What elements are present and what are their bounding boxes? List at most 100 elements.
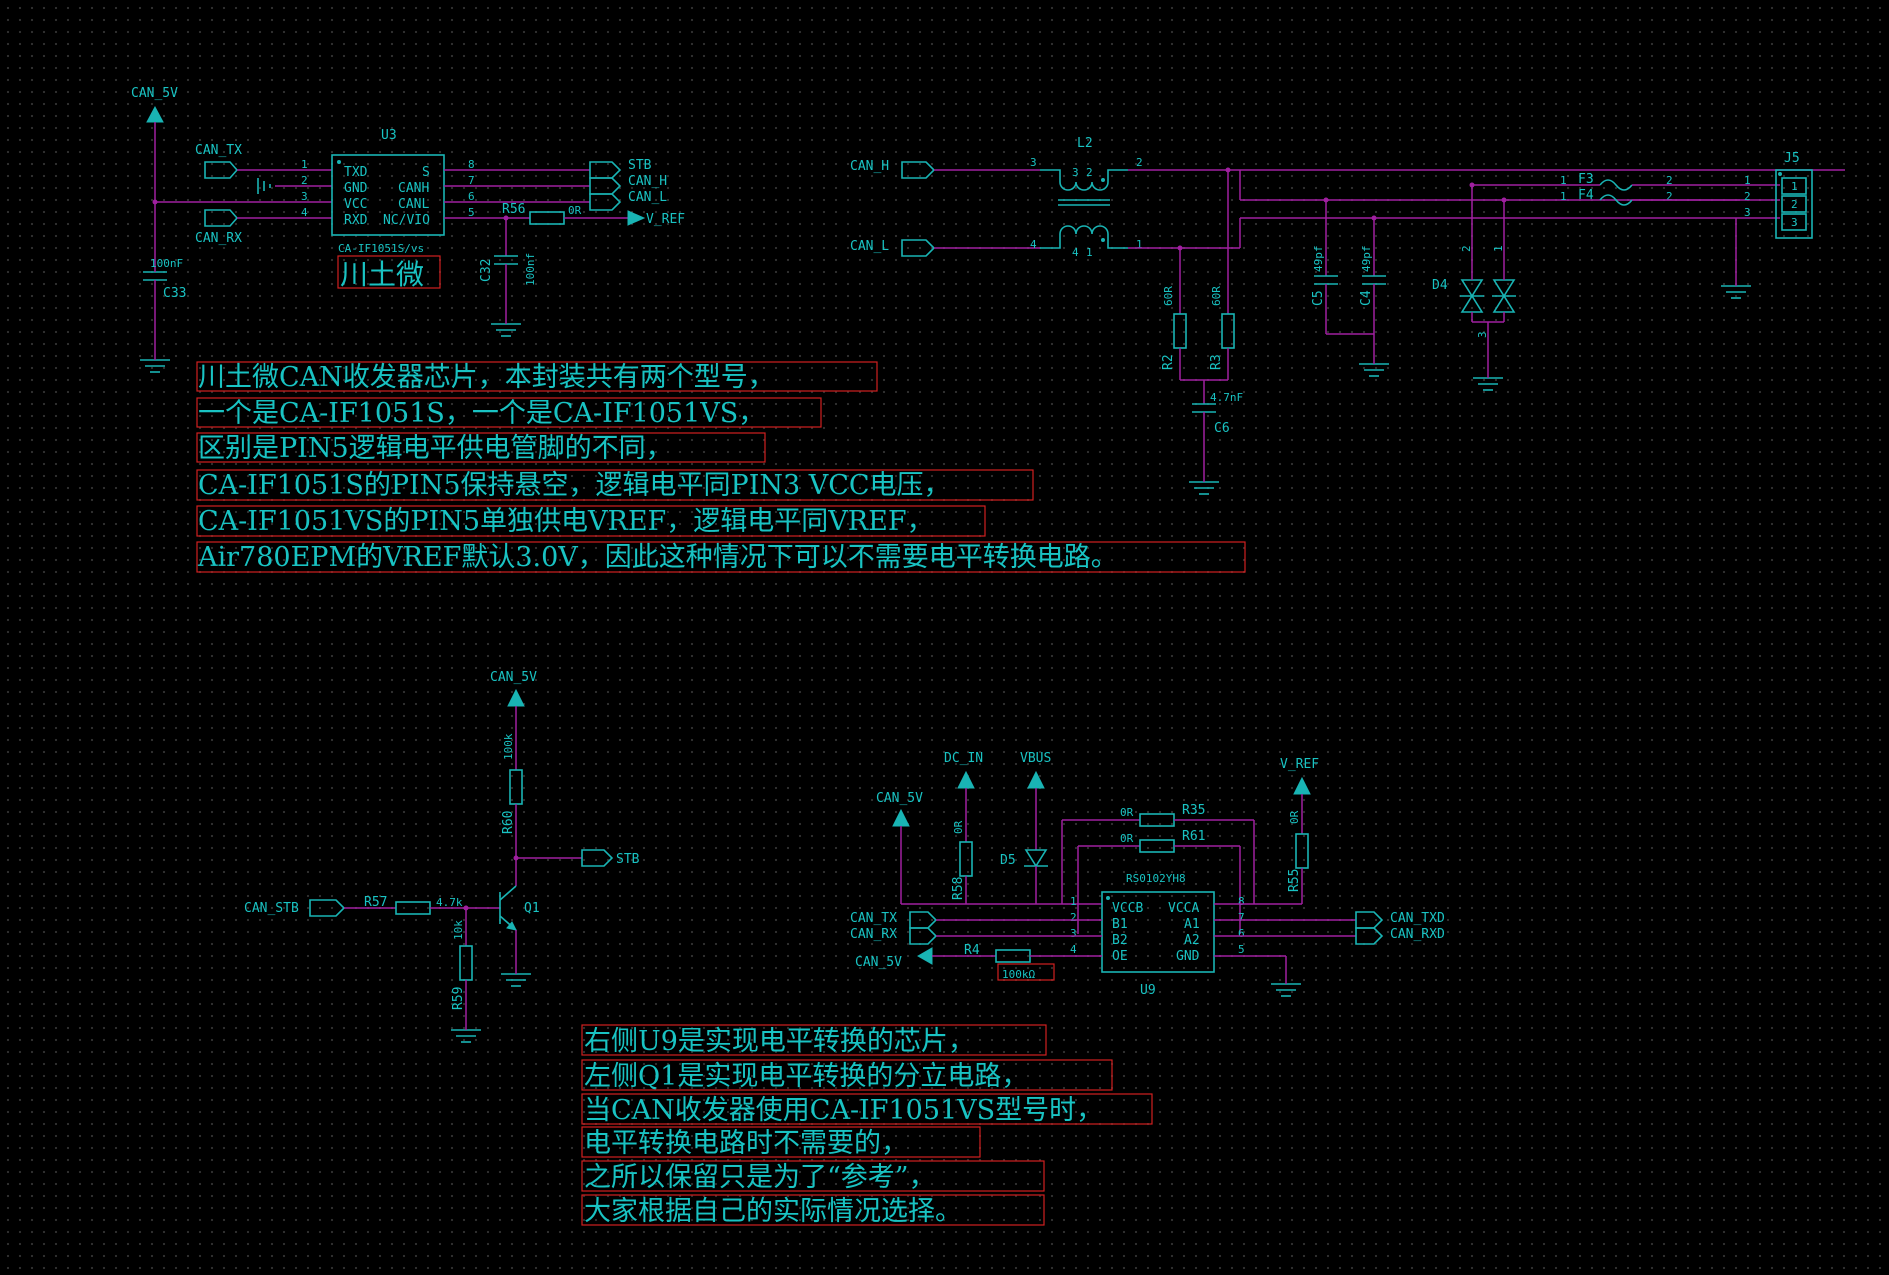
svg-text:8: 8 bbox=[468, 158, 475, 171]
port-can-rx-u9[interactable] bbox=[909, 927, 938, 945]
svg-text:A1: A1 bbox=[1184, 917, 1200, 932]
d5-ref: D5 bbox=[1000, 853, 1016, 868]
r60-ref: R60 bbox=[501, 811, 516, 834]
r57-ref: R57 bbox=[364, 895, 387, 910]
u3-body[interactable] bbox=[331, 154, 445, 236]
u3-part: CA-IF1051S/vs bbox=[338, 242, 424, 255]
can-bus-section: CAN_H CAN_L L2 3 3 2 2 4 4 1 1 bbox=[850, 136, 1845, 495]
r55-resistor[interactable] bbox=[1295, 833, 1309, 869]
j5-ref: J5 bbox=[1784, 151, 1800, 166]
can-stb-label: CAN_STB bbox=[244, 901, 299, 916]
can-l-label-top: CAN_L bbox=[628, 190, 667, 205]
svg-text:3: 3 bbox=[1791, 216, 1798, 229]
port-can-txd[interactable] bbox=[1355, 911, 1384, 929]
port-can-h-top[interactable] bbox=[589, 177, 622, 195]
r58-value: 0R bbox=[952, 820, 965, 834]
svg-text:NC/VIO: NC/VIO bbox=[383, 213, 430, 228]
r57-resistor[interactable] bbox=[395, 901, 431, 915]
j5-connector[interactable] bbox=[1775, 169, 1813, 239]
can-l-label-mid: CAN_L bbox=[850, 239, 889, 254]
port-can-l-mid[interactable] bbox=[901, 239, 936, 257]
u9-body[interactable] bbox=[1101, 891, 1215, 973]
u3-brand: 川土微 bbox=[340, 258, 424, 291]
svg-text:1: 1 bbox=[1744, 174, 1751, 187]
power-arrow-icon bbox=[957, 770, 975, 789]
port-stb-q1[interactable] bbox=[581, 849, 614, 867]
r3-ref: R3 bbox=[1209, 354, 1224, 370]
port-can-tx[interactable] bbox=[204, 161, 239, 179]
svg-text:3: 3 bbox=[1072, 166, 1079, 179]
power-arrow-icon bbox=[507, 688, 525, 707]
port-can-h-mid[interactable] bbox=[901, 161, 936, 179]
r60-resistor[interactable] bbox=[509, 769, 523, 805]
svg-text:2: 2 bbox=[301, 174, 308, 187]
r60-value: 100k bbox=[502, 733, 515, 760]
svg-text:A2: A2 bbox=[1184, 933, 1200, 948]
port-can-rx[interactable] bbox=[204, 209, 239, 227]
r4-resistor[interactable] bbox=[995, 949, 1031, 963]
fuse-f3[interactable] bbox=[1599, 179, 1633, 191]
c33-value: 100nF bbox=[150, 257, 183, 270]
svg-text:VCC: VCC bbox=[344, 197, 367, 212]
port-can-l-top[interactable] bbox=[589, 193, 622, 211]
dc-in-label: DC_IN bbox=[944, 751, 983, 766]
r56-resistor[interactable] bbox=[529, 211, 565, 225]
svg-text:3: 3 bbox=[301, 190, 308, 203]
can-rx-label-u9: CAN_RX bbox=[850, 927, 897, 942]
c6-value: 4.7nF bbox=[1210, 391, 1243, 404]
r2-ref: R2 bbox=[1161, 354, 1176, 370]
port-can-stb[interactable] bbox=[309, 899, 346, 917]
svg-text:5: 5 bbox=[1238, 943, 1245, 956]
svg-text:1: 1 bbox=[1791, 180, 1798, 193]
note2-line-6: 大家根据自己的实际情况选择。 bbox=[584, 1196, 962, 1227]
power-arrow-icon bbox=[892, 808, 910, 827]
r61-ref: R61 bbox=[1182, 829, 1205, 844]
svg-text:1: 1 bbox=[1560, 174, 1567, 187]
note2-line-2: 左侧Q1是实现电平转换的分立电路， bbox=[584, 1061, 1028, 1092]
r61-resistor[interactable] bbox=[1139, 839, 1175, 853]
r59-resistor[interactable] bbox=[459, 945, 473, 981]
fuse-f4[interactable] bbox=[1599, 194, 1633, 206]
power-arrow-icon bbox=[1293, 776, 1311, 795]
u9-pin-labels: VCCB B1 B2 OE VCCA A1 A2 GND 1 2 3 4 8 7… bbox=[1070, 895, 1245, 964]
svg-text:4: 4 bbox=[1070, 943, 1077, 956]
r35-resistor[interactable] bbox=[1139, 813, 1175, 827]
svg-text:OE: OE bbox=[1112, 949, 1128, 964]
r2-value: 60R bbox=[1162, 286, 1175, 306]
can-rxd-label: CAN_RXD bbox=[1390, 927, 1445, 942]
l2-coil-top[interactable] bbox=[1040, 169, 1128, 191]
r2-resistor[interactable] bbox=[1173, 313, 1187, 349]
tvs-diode-1[interactable] bbox=[1460, 279, 1484, 298]
note1-line-3: 区别是PIN5逻辑电平供电管脚的不同， bbox=[198, 433, 673, 464]
note1-line-1: 川土微CAN收发器芯片，本封装共有两个型号， bbox=[198, 362, 775, 393]
port-stb-top[interactable] bbox=[589, 161, 622, 179]
l2-coil-bottom[interactable] bbox=[1040, 225, 1128, 249]
r59-value: 10k bbox=[452, 920, 465, 940]
can-h-label-mid: CAN_H bbox=[850, 159, 889, 174]
svg-text:7: 7 bbox=[468, 174, 475, 187]
d5-diode[interactable] bbox=[1024, 849, 1048, 868]
tvs-diode-2[interactable] bbox=[1492, 279, 1516, 298]
c32-value: 100nf bbox=[524, 253, 537, 286]
note-2: 右侧U9是实现电平转换的芯片， 左侧Q1是实现电平转换的分立电路， 当CAN收发… bbox=[581, 1024, 1153, 1227]
svg-text:2: 2 bbox=[1136, 156, 1143, 169]
c32-ref: C32 bbox=[479, 259, 494, 282]
f4-ref: F4 bbox=[1578, 188, 1594, 203]
d4-ref: D4 bbox=[1432, 278, 1448, 293]
port-can-tx-u9[interactable] bbox=[909, 911, 938, 929]
vref-arrow-icon bbox=[627, 210, 646, 226]
note2-line-1: 右侧U9是实现电平转换的芯片， bbox=[584, 1026, 975, 1057]
r61-value: 0R bbox=[1120, 832, 1134, 845]
svg-text:1: 1 bbox=[301, 158, 308, 171]
can-rx-label-top: CAN_RX bbox=[195, 231, 242, 246]
port-can-rxd[interactable] bbox=[1355, 927, 1384, 945]
r58-ref: R58 bbox=[951, 877, 966, 900]
r58-resistor[interactable] bbox=[959, 841, 973, 877]
svg-text:TXD: TXD bbox=[344, 165, 368, 180]
vbus-label: VBUS bbox=[1020, 751, 1051, 766]
r56-ref: R56 bbox=[502, 202, 525, 217]
r3-resistor[interactable] bbox=[1221, 313, 1235, 349]
power-arrow-icon bbox=[916, 947, 933, 965]
svg-text:RXD: RXD bbox=[344, 213, 368, 228]
